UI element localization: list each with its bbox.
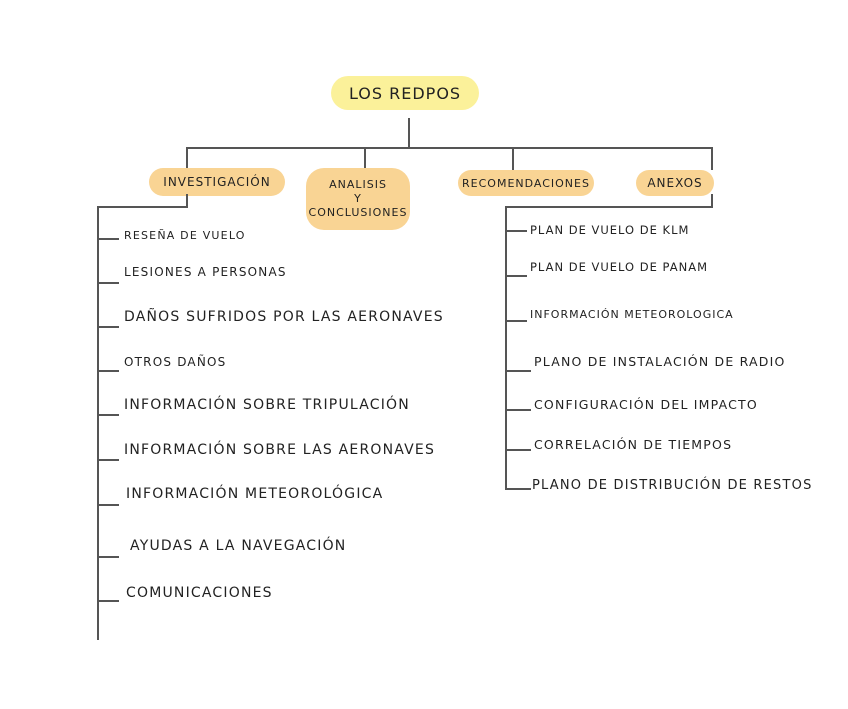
anexos-elbow-horizontal: [505, 206, 713, 208]
anx-item: Información meteorologica: [530, 308, 734, 321]
category-analisis-line2: y: [354, 192, 362, 205]
category-recomendaciones: Recomendaciones: [458, 170, 594, 196]
inv-item: Lesiones a personas: [124, 265, 287, 279]
title-connector-line: [408, 118, 410, 149]
inv-item-tick: [97, 326, 119, 328]
inv-item: Información sobre tripulación: [124, 397, 410, 413]
inv-item-tick: [97, 282, 119, 284]
category-anexos-label: Anexos: [647, 176, 703, 190]
anx-item: Plano de instalación de radio: [534, 354, 786, 369]
inv-item: Comunicaciones: [126, 585, 273, 601]
anexos-trunk-line: [505, 206, 507, 489]
anx-item: Plan de vuelo de Panam: [530, 260, 708, 274]
inv-item: Daños sufridos por las aeronaves: [124, 309, 444, 325]
diagram-title-text: Los Redpos: [348, 83, 462, 103]
inv-item-tick: [97, 414, 119, 416]
anx-item: Plan de vuelo de KLM: [530, 223, 690, 237]
investigacion-elbow-vertical: [186, 194, 188, 208]
inv-item-tick: [97, 238, 119, 240]
anexos-drop-line: [711, 147, 713, 170]
investigacion-trunk-line: [97, 206, 99, 640]
category-analisis-line3: Conclusiones: [308, 206, 408, 219]
anx-item-tick: [505, 320, 527, 322]
category-investigacion: Investigación: [149, 168, 285, 196]
inv-item: Otros daños: [124, 355, 227, 369]
anx-item: Correlación de tiempos: [534, 437, 733, 452]
inv-item: Reseña de vuelo: [124, 229, 246, 242]
anx-item-tick: [505, 409, 531, 411]
inv-item-tick: [97, 556, 119, 558]
category-analisis: Analisis y Conclusiones: [306, 168, 410, 230]
analisis-drop-line: [364, 147, 366, 170]
investigacion-drop-line: [186, 147, 188, 170]
inv-item: Información sobre las aeronaves: [124, 442, 436, 458]
inv-item-tick: [97, 504, 119, 506]
inv-item-tick: [97, 600, 119, 602]
anx-item: Configuración del impacto: [534, 397, 758, 412]
category-recomendaciones-label: Recomendaciones: [462, 176, 590, 190]
anx-item-tick: [505, 488, 531, 490]
anx-item-tick: [505, 230, 527, 232]
inv-item-tick: [97, 370, 119, 372]
inv-item-tick: [97, 459, 119, 461]
anx-item: Plano de distribución de restos: [532, 478, 813, 493]
inv-item: Ayudas a la navegación: [130, 538, 347, 554]
inv-item: Información meteorológica: [126, 486, 384, 502]
category-anexos: Anexos: [636, 170, 714, 196]
category-investigacion-label: Investigación: [163, 175, 271, 189]
anexos-elbow-vertical: [711, 194, 713, 208]
diagram-title: Los Redpos: [331, 76, 479, 110]
top-horizontal-line: [186, 147, 713, 149]
anx-item-tick: [505, 275, 527, 277]
anx-item-tick: [505, 370, 531, 372]
recomendaciones-drop-line: [512, 147, 514, 170]
category-analisis-line1: Analisis: [329, 178, 387, 191]
anx-item-tick: [505, 449, 531, 451]
investigacion-elbow-horizontal: [97, 206, 188, 208]
